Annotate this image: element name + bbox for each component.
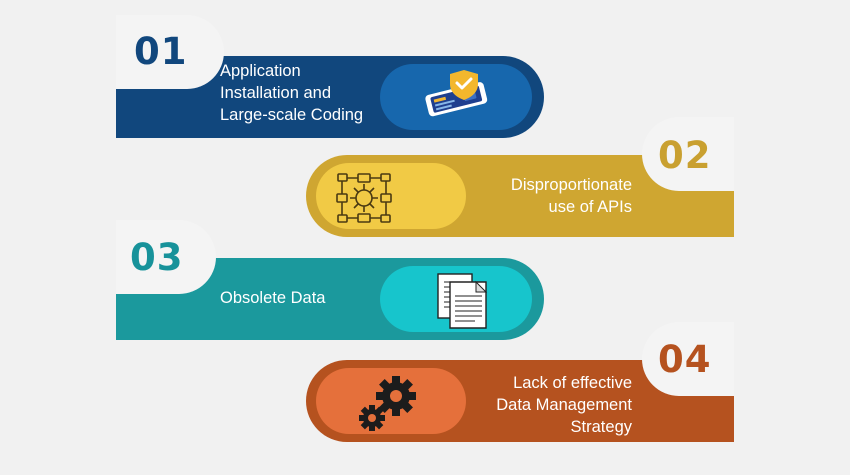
item-04-number: 04 bbox=[658, 338, 712, 381]
item-03-number-tab bbox=[116, 220, 216, 294]
gears-icon bbox=[359, 376, 416, 431]
item-01-label: Application Installation and Large-scale… bbox=[220, 62, 364, 124]
item-01-number-tab bbox=[116, 15, 224, 89]
item-02-label: Disproportionate use of APIs bbox=[510, 176, 632, 216]
item-04-label: Lack of effective Data Management Strate… bbox=[496, 374, 632, 436]
item-02-number: 02 bbox=[658, 134, 712, 177]
mobile-security-icon bbox=[425, 70, 488, 117]
item-02-number-tab bbox=[642, 117, 734, 191]
documents-icon bbox=[437, 273, 488, 329]
item-03-number: 03 bbox=[130, 236, 184, 279]
item-03-label: Obsolete Data bbox=[220, 289, 326, 307]
item-04-number-tab bbox=[642, 322, 734, 396]
api-network-icon bbox=[336, 173, 392, 223]
item-01-number: 01 bbox=[134, 30, 188, 73]
